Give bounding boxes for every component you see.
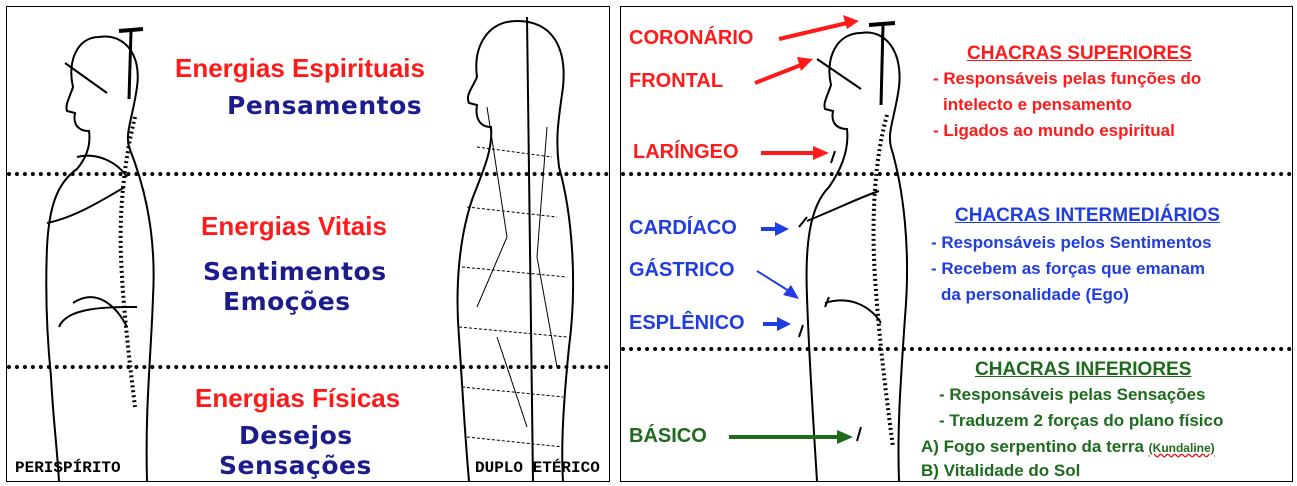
inferiores-line-3: A) Fogo serpentino da terra (Kundaline) [921, 437, 1215, 457]
inferiores-title: CHACRAS INFERIORES [975, 359, 1191, 381]
left-panel: Energias Espirituais Pensamentos Energia… [6, 6, 610, 482]
superiores-line-3: - Ligados ao mundo espiritual [933, 121, 1175, 141]
intermediarios-line-1: - Responsáveis pelos Sentimentos [931, 233, 1212, 253]
esplenico-label: ESPLÊNICO [629, 312, 745, 335]
feelings-label: Sentimentos [203, 257, 387, 286]
basico-label: BÁSICO [629, 425, 707, 448]
intermediarios-line-2: - Recebem as forças que emanam [931, 259, 1205, 279]
inferiores-line-2: - Traduzem 2 forças do plano físico [939, 411, 1223, 431]
right-panel: CORONÁRIO FRONTAL LARÍNGEO CARDÍACO GÁST… [620, 6, 1293, 482]
inferiores-line-1: - Responsáveis pelas Sensações [939, 385, 1205, 405]
inferiores-line-4: B) Vitalidade do Sol [921, 461, 1080, 481]
desires-label: Desejos [239, 421, 353, 450]
frontal-label: FRONTAL [629, 70, 723, 93]
divider-lower [7, 365, 609, 369]
divider-lower [621, 347, 1292, 351]
divider-upper [621, 172, 1292, 176]
perispirito-caption: PERISPÍRITO [15, 459, 121, 477]
physical-energies-heading: Energias Físicas [195, 383, 400, 414]
coronario-label: CORONÁRIO [629, 27, 753, 50]
thoughts-label: Pensamentos [227, 91, 422, 120]
superiores-line-2: intelecto e pensamento [943, 95, 1132, 115]
intermediarios-line-3: da personalidade (Ego) [941, 285, 1129, 305]
emotions-label: Emoções [223, 287, 351, 316]
spiritual-energies-heading: Energias Espirituais [175, 53, 425, 84]
superiores-title: CHACRAS SUPERIORES [967, 43, 1192, 65]
duplo-eterico-caption: DUPLO ETÉRICO [475, 459, 600, 477]
inferiores-line-3-text: A) Fogo serpentino da terra [921, 437, 1144, 456]
divider-upper [7, 172, 609, 176]
laringeo-label: LARÍNGEO [633, 141, 739, 164]
kundaline-note: (Kundaline) [1149, 441, 1215, 455]
gastrico-label: GÁSTRICO [629, 259, 735, 282]
superiores-line-1: - Responsáveis pelas funções do [933, 69, 1201, 89]
intermediarios-title: CHACRAS INTERMEDIÁRIOS [955, 205, 1220, 227]
vital-energies-heading: Energias Vitais [201, 211, 387, 242]
cardiaco-label: CARDÍACO [629, 217, 737, 240]
sensations-label: Sensações [219, 451, 372, 480]
